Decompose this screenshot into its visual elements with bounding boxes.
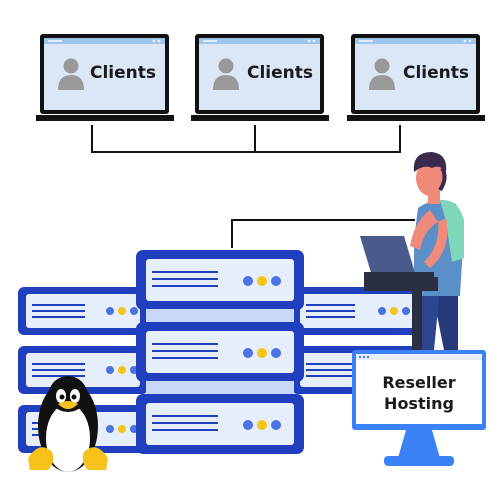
user-avatar-icon	[58, 58, 84, 90]
server-unit	[292, 287, 422, 335]
desk	[364, 277, 438, 351]
server-unit	[136, 250, 304, 310]
monitor-line-2: Hosting	[384, 394, 454, 413]
server-rack-center	[136, 250, 304, 454]
server-unit	[18, 287, 148, 335]
user-avatar-icon	[369, 58, 395, 90]
server-unit	[18, 346, 148, 394]
client-label-2: Clients	[247, 63, 314, 83]
monitor-title: Reseller Hosting	[354, 372, 484, 414]
user-avatar-icon	[213, 58, 239, 90]
monitor-icon	[352, 350, 486, 466]
server-unit	[136, 322, 304, 382]
person-illustration	[410, 152, 464, 350]
client-label-3: Clients	[403, 63, 470, 83]
network-connectors	[91, 125, 415, 248]
client-laptop-3	[347, 34, 485, 121]
monitor-line-1: Reseller	[382, 373, 456, 392]
laptop-icon	[360, 236, 434, 277]
client-laptop-1	[36, 34, 174, 121]
linux-penguin-icon	[28, 376, 108, 472]
client-label-1: Clients	[90, 63, 157, 83]
client-laptop-2	[191, 34, 329, 121]
server-unit	[136, 394, 304, 454]
